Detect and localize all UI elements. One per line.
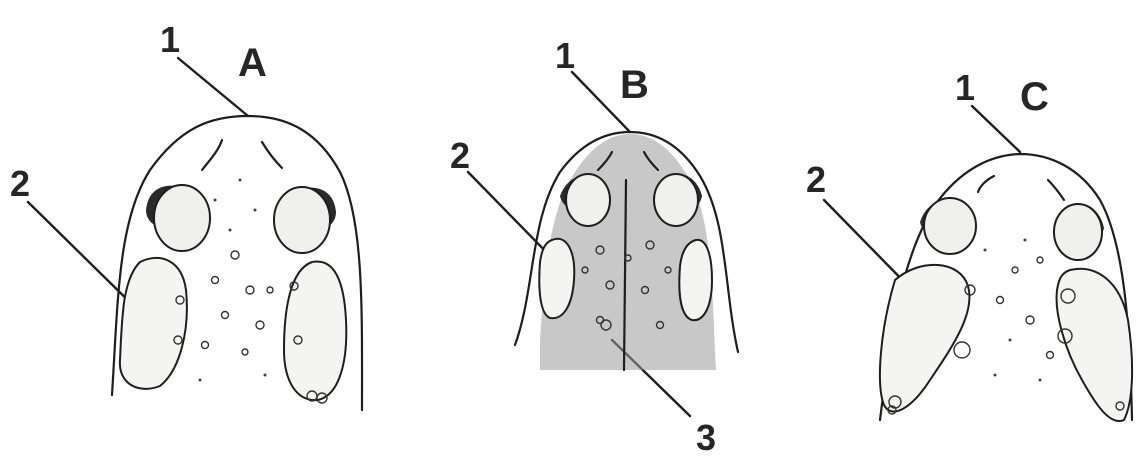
panel-a-letter: A bbox=[238, 41, 267, 85]
panel-a-label-1: 1 bbox=[160, 19, 180, 60]
panel-b: B 1 2 3 bbox=[450, 35, 738, 458]
panel-a: A 1 2 bbox=[10, 19, 362, 410]
panel-a-label-2: 2 bbox=[10, 163, 30, 204]
panel-c-leader-1 bbox=[972, 106, 1020, 152]
panel-c-nostrils bbox=[978, 176, 1064, 200]
panel-c-label-1: 1 bbox=[955, 67, 975, 108]
panel-a-nostrils bbox=[202, 140, 282, 170]
panel-c-letter: C bbox=[1020, 75, 1049, 119]
panel-b-letter: B bbox=[620, 63, 649, 107]
panel-a-eyes bbox=[146, 185, 336, 253]
panel-c-eyes bbox=[920, 198, 1104, 260]
panel-a-parotoid-glands bbox=[120, 258, 346, 400]
panel-c-label-2: 2 bbox=[806, 159, 826, 200]
panel-b-label-3: 3 bbox=[696, 417, 716, 458]
panel-c: C 1 2 bbox=[806, 67, 1132, 421]
panel-b-label-2: 2 bbox=[450, 135, 470, 176]
panel-c-parotoid-glands bbox=[880, 265, 1132, 421]
panel-b-label-1: 1 bbox=[555, 35, 575, 76]
